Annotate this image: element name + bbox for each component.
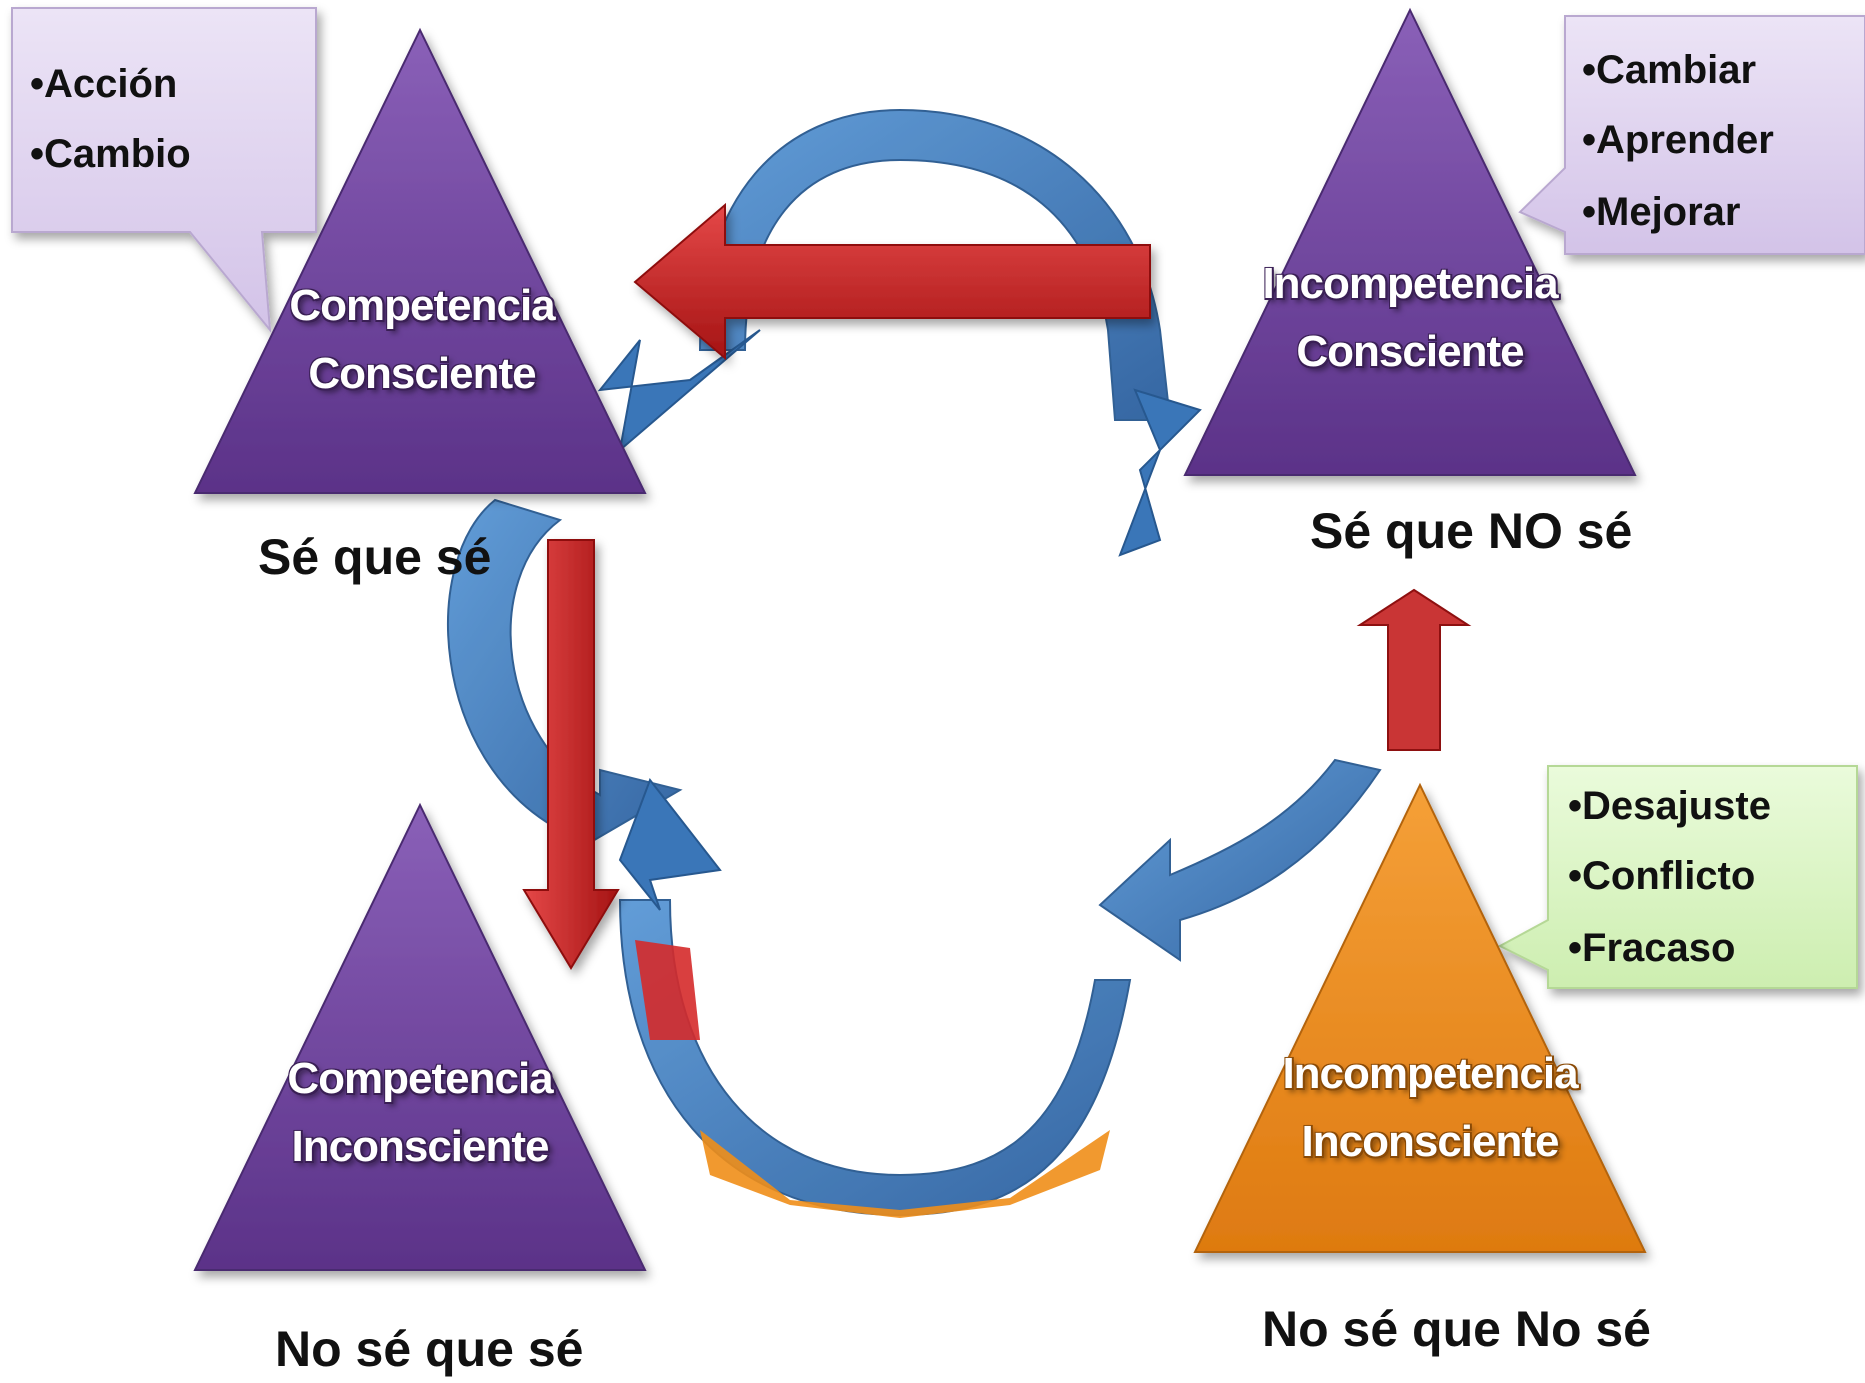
caption-se-que-no-se: Sé que NO sé	[1310, 503, 1633, 559]
triangle-incompetencia-inconsciente	[1193, 782, 1647, 1253]
red-arrow-left	[633, 202, 1151, 361]
label-competencia-inconsciente: Competencia Inconsciente	[260, 1045, 580, 1181]
bubble-item-mejorar: •Mejorar	[1582, 190, 1741, 234]
bubble-item-cambiar: •Cambiar	[1582, 48, 1757, 92]
bubble-item-desajuste: •Desajuste	[1568, 784, 1771, 828]
label-line-1: Incompetencia	[1262, 259, 1558, 308]
red-arrow-up	[1356, 588, 1472, 751]
red-band-lower-left	[635, 940, 700, 1040]
bubble-item-cambio: •Cambio	[30, 132, 191, 176]
label-line-1: Competencia	[289, 281, 555, 330]
bubble-bottom-right	[1497, 765, 1858, 989]
red-arrow-down	[522, 539, 620, 970]
bubble-top-left	[11, 7, 317, 334]
bubble-item-accion: •Acción	[30, 62, 178, 106]
label-incompetencia-inconsciente: Incompetencia Inconsciente	[1270, 1040, 1590, 1176]
blue-cycle-right-arc	[1098, 758, 1382, 962]
label-line-2: Consciente	[1296, 327, 1524, 376]
label-competencia-consciente: Competencia Consciente	[262, 272, 582, 408]
blue-arrowhead-top-left	[597, 329, 761, 453]
triangle-incompetencia-consciente	[1183, 7, 1637, 476]
bubble-item-fracaso: •Fracaso	[1568, 926, 1736, 970]
blue-arrowhead-left-lower	[618, 777, 722, 911]
blue-cycle-bottom-arc	[618, 899, 1132, 1217]
label-incompetencia-consciente: Incompetencia Consciente	[1250, 250, 1570, 386]
blue-arrowhead-top-right	[1118, 388, 1202, 557]
label-line-2: Inconsciente	[291, 1122, 550, 1171]
label-line-1: Incompetencia	[1282, 1049, 1578, 1098]
label-line-1: Competencia	[287, 1054, 553, 1103]
blue-cycle-top-arc	[698, 108, 1172, 421]
caption-se-que-se: Sé que sé	[258, 529, 492, 585]
label-line-2: Consciente	[308, 349, 536, 398]
caption-no-se-que-no-se: No sé que No sé	[1262, 1301, 1651, 1357]
caption-no-se-que-se: No sé que sé	[275, 1321, 584, 1377]
bubble-item-aprender: •Aprender	[1582, 118, 1774, 162]
triangle-competencia-inconsciente	[193, 802, 647, 1271]
bubble-top-right	[1518, 15, 1865, 255]
label-line-2: Inconsciente	[1301, 1117, 1560, 1166]
triangle-competencia-consciente	[193, 27, 647, 494]
blue-cycle-left-arc	[447, 498, 683, 862]
bubble-item-conflicto: •Conflicto	[1568, 854, 1756, 898]
